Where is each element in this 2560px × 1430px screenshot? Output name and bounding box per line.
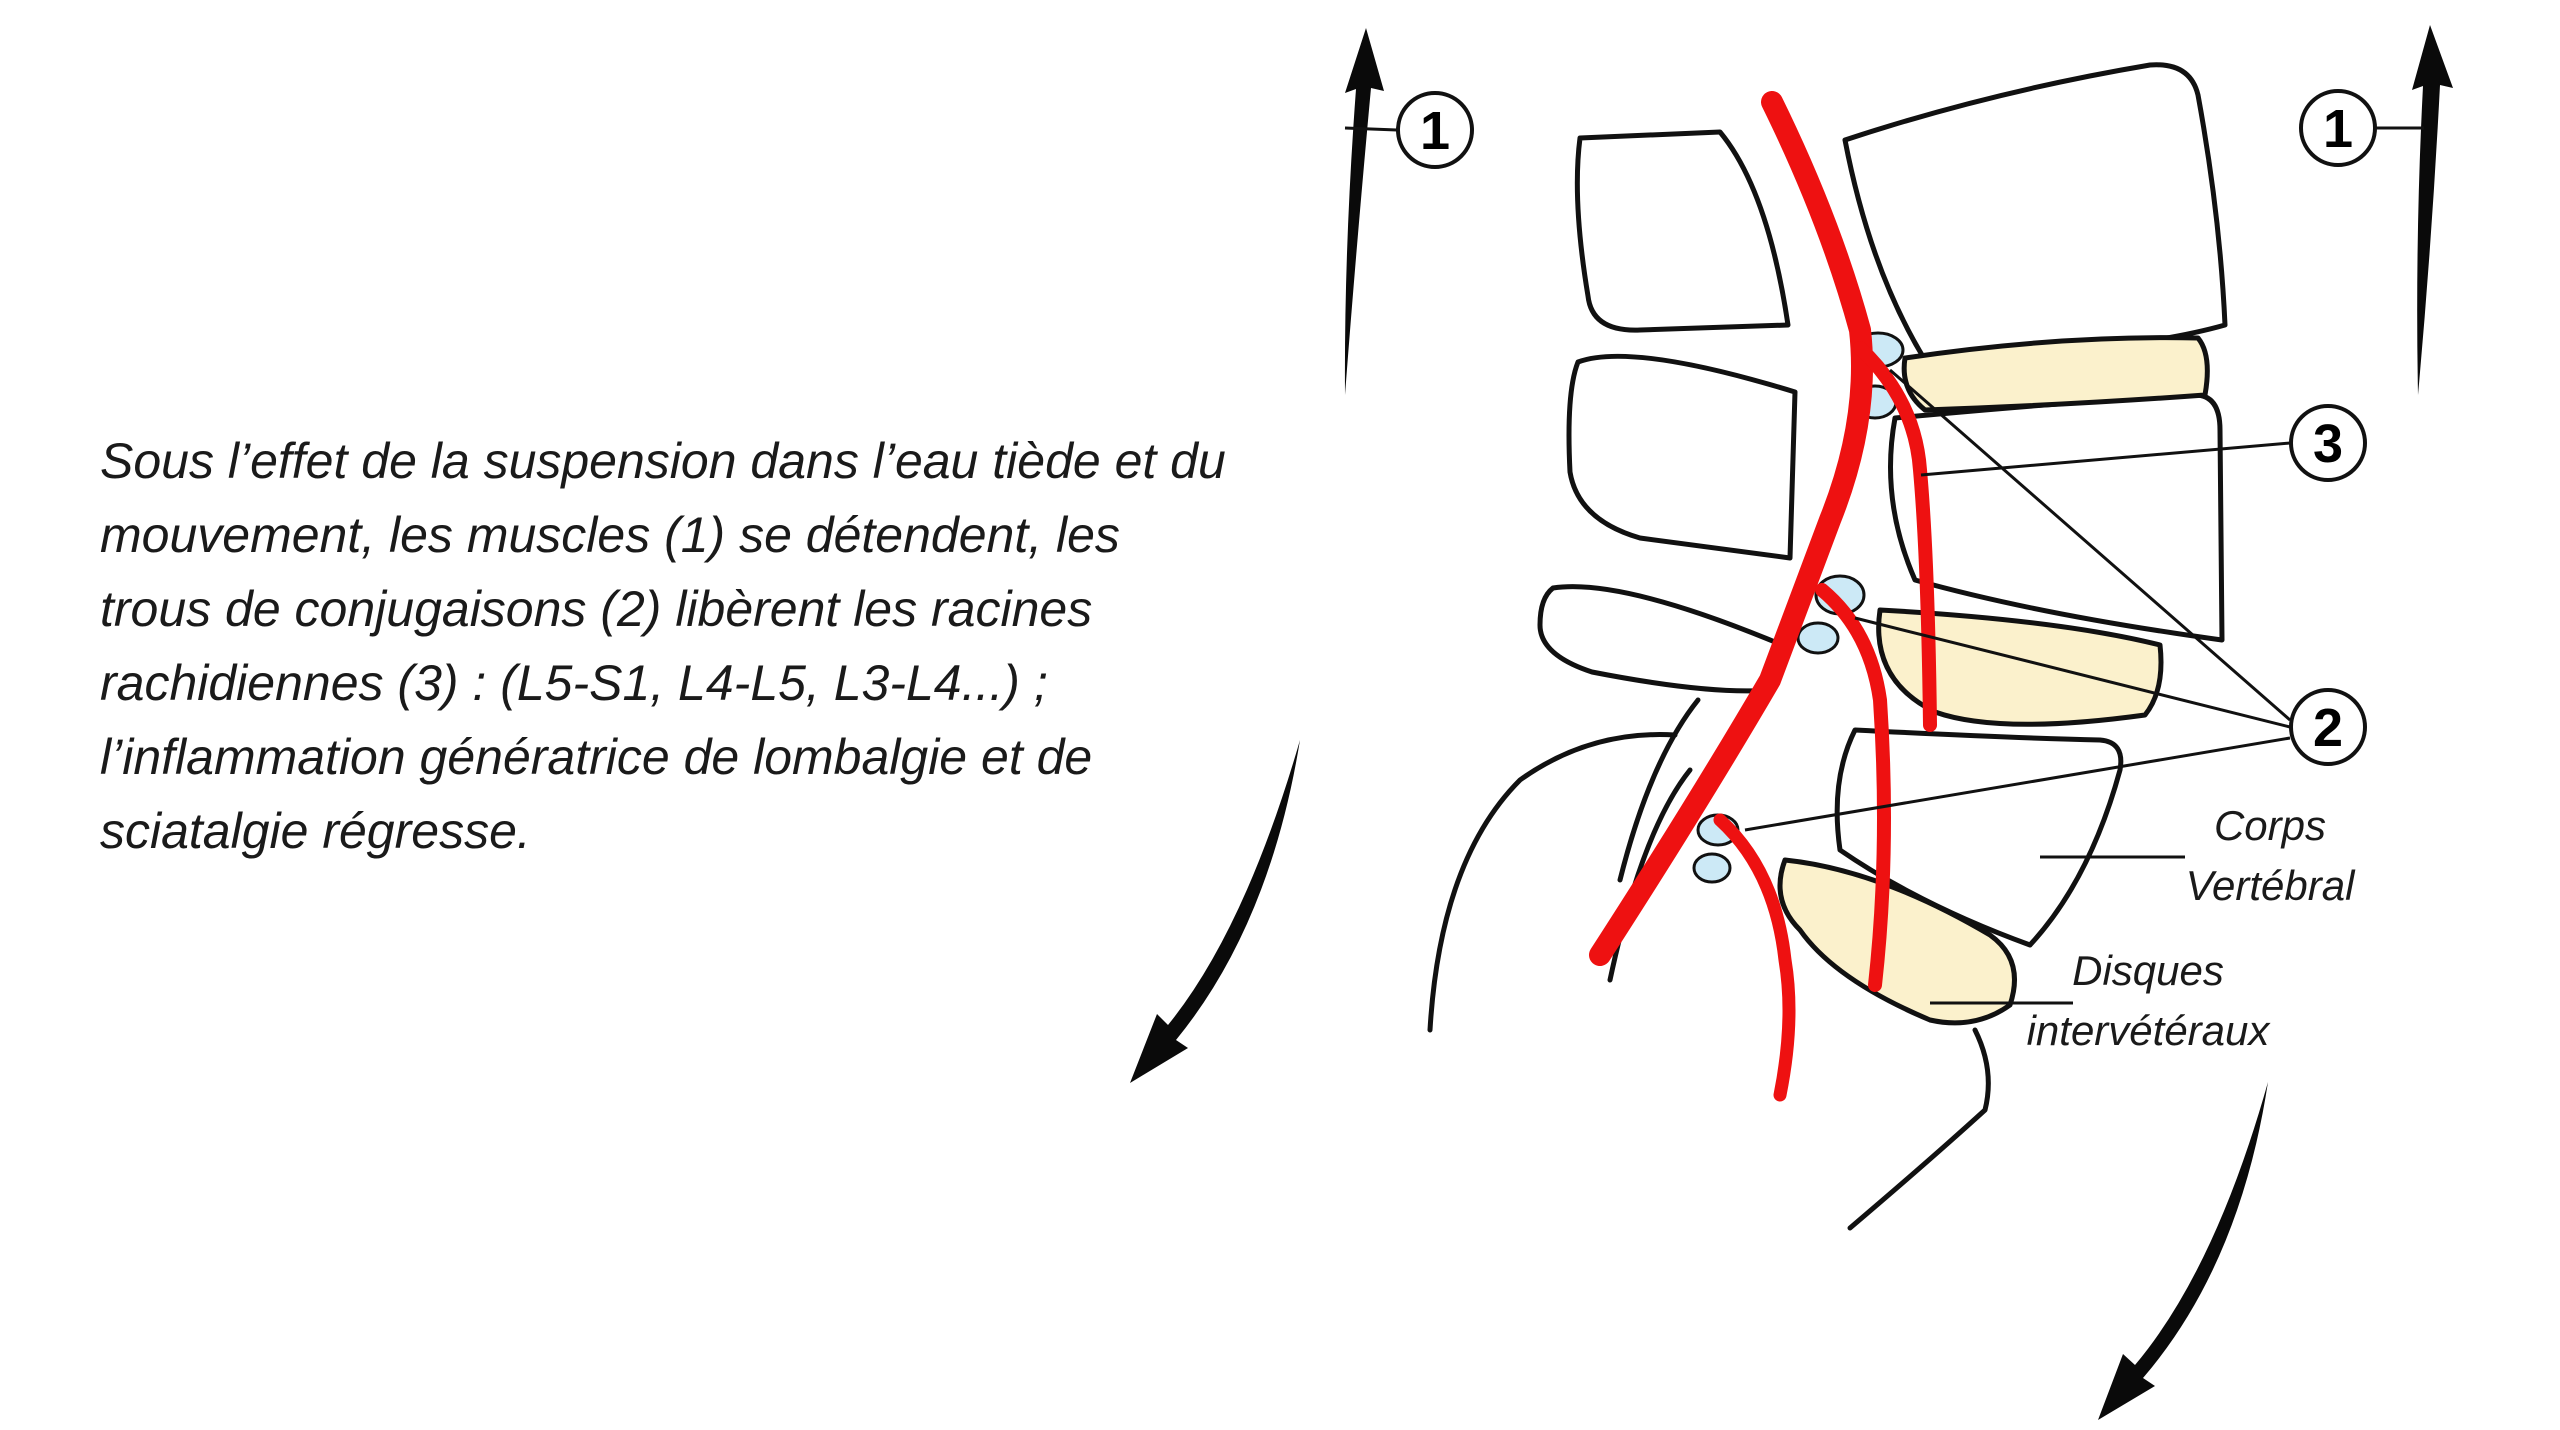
spinous-process-2 bbox=[1566, 353, 1798, 561]
vertebral-body-3 bbox=[1834, 727, 2124, 948]
arrow-down-right bbox=[2098, 1082, 2268, 1420]
nerve-root-1 bbox=[1853, 341, 1937, 732]
caption-line-4: rachidiennes (3) : (L5-S1, L4-L5, L3-L4.… bbox=[100, 655, 1048, 711]
callout-1-left: 1 bbox=[1396, 91, 1474, 169]
callout-circle bbox=[2299, 89, 2377, 167]
spinal-nerve-trunk bbox=[1589, 91, 1873, 966]
callout-circle bbox=[1396, 91, 1474, 169]
leader-2-a bbox=[1889, 368, 2291, 722]
leader-lines bbox=[1344, 126, 2424, 1005]
callout-1-right: 1 bbox=[2299, 89, 2377, 167]
leader-2-c bbox=[1744, 736, 2291, 832]
vertebral-body-2 bbox=[1888, 392, 2225, 643]
posterior-line bbox=[1617, 697, 1701, 883]
label-corps-vertebral: Corps Vertébral bbox=[2186, 802, 2357, 909]
label-disques-line-2: intervétéraux bbox=[2027, 1007, 2272, 1054]
intervertebral-discs bbox=[1777, 335, 2210, 1026]
callout-number: 3 bbox=[2313, 414, 2343, 474]
leader-1-left bbox=[1344, 126, 1398, 132]
label-corps-line-1: Corps bbox=[2214, 802, 2326, 849]
vertebral-column bbox=[1427, 62, 2228, 1231]
caption-line-1: Sous l’effet de la suspension dans l’eau… bbox=[100, 433, 1226, 489]
callout-circle bbox=[2289, 688, 2367, 766]
label-disques-intervertebraux: Disques intervétéraux bbox=[2027, 947, 2272, 1054]
muscle-arrows bbox=[1130, 25, 2453, 1420]
disc-3 bbox=[1777, 857, 2017, 1026]
leader-3 bbox=[1920, 441, 2291, 477]
label-corps-line-2: Vertébral bbox=[2186, 862, 2357, 909]
disc-2 bbox=[1876, 607, 2164, 727]
spinous-process-1 bbox=[1574, 129, 1791, 333]
caption-text: Sous l’effet de la suspension dans l’eau… bbox=[100, 424, 1380, 868]
vertebral-body-1 bbox=[1842, 62, 2228, 363]
arrow-up-left bbox=[1344, 28, 1384, 395]
arrow-down-left bbox=[1130, 740, 1300, 1083]
coccyx-outline bbox=[1847, 1027, 1991, 1231]
caption-line-2: mouvement, les muscles (1) se détendent,… bbox=[100, 507, 1120, 563]
leader-2-b bbox=[1854, 616, 2291, 729]
spinous-process-3 bbox=[1537, 584, 1778, 694]
foramen-3b bbox=[1692, 852, 1732, 884]
callout-circle bbox=[2289, 404, 2367, 482]
disc-1 bbox=[1901, 335, 2210, 413]
callout-3: 3 bbox=[2289, 404, 2367, 482]
callout-number: 1 bbox=[2323, 99, 2353, 159]
nerve-roots bbox=[1589, 91, 1937, 1102]
caption-line-3: trous de conjugaisons (2) libèrent les r… bbox=[100, 581, 1093, 637]
caption-line-6: sciatalgie régresse. bbox=[100, 803, 531, 859]
foramen-2b bbox=[1796, 621, 1840, 655]
label-disques-line-1: Disques bbox=[2072, 947, 2224, 994]
callout-number: 1 bbox=[1420, 101, 1450, 161]
nerve-root-2 bbox=[1815, 583, 1891, 992]
nerve-root-3 bbox=[1713, 813, 1796, 1102]
caption-line-5: l’inflammation génératrice de lombalgie … bbox=[100, 729, 1093, 785]
arrow-up-right bbox=[2412, 25, 2453, 395]
callout-2: 2 bbox=[2289, 688, 2367, 766]
callout-number: 2 bbox=[2313, 698, 2343, 758]
sacrum-outline bbox=[1427, 732, 1678, 1033]
